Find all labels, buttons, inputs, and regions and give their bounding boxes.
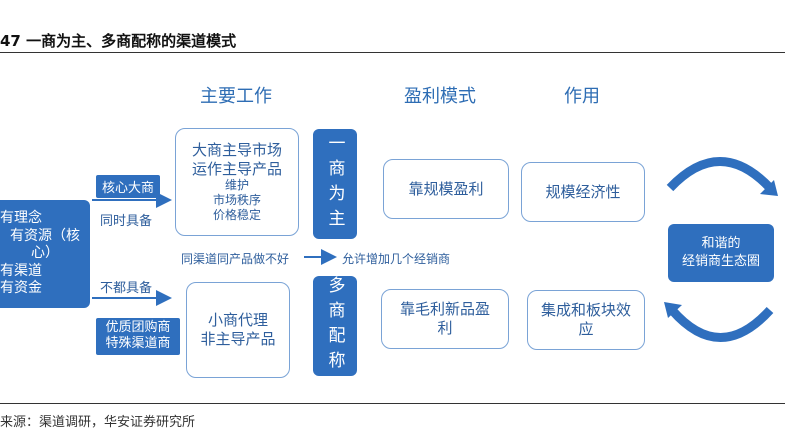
ecosystem-line-2: 经销商生态圈: [681, 254, 760, 269]
tag-quality-dealers: 优质团购商 特殊渠道商: [96, 318, 180, 355]
middle-note-left: 同渠道同产品做不好: [181, 252, 290, 266]
header-function: 作用: [564, 86, 600, 107]
one-dealer-main-box: 一商为主: [313, 129, 357, 239]
left-line-2: 有资源（核心）: [10, 227, 80, 262]
source-text: 来源：渠道调研，华安证券研究所: [0, 415, 196, 430]
ecosystem-line-1: 和谐的: [701, 236, 741, 252]
ecosystem-box: 和谐的 经销商生态圈: [668, 224, 774, 282]
tag-quality-line-1: 优质团购商: [105, 320, 171, 335]
profit-top-text: 靠规模盈利: [408, 179, 484, 198]
left-line-3: 有渠道: [0, 262, 42, 279]
top-work-line-1: 大商主导市场: [191, 140, 282, 159]
cycle-top-arc: [666, 157, 774, 192]
figure-title: 47 一商为主、多商配称的渠道模式: [0, 32, 237, 50]
profit-top-box: 靠规模盈利: [383, 159, 509, 219]
profit-bottom-box: 靠毛利新品盈利: [381, 289, 509, 349]
tag-quality-line-2: 特殊渠道商: [105, 336, 171, 352]
header-profit-mode: 盈利模式: [404, 86, 476, 107]
bottom-work-line-2: 非主导产品: [200, 330, 276, 348]
top-work-sub-2: 市场秩序: [212, 193, 261, 208]
header-main-work: 主要工作: [200, 86, 272, 107]
text-both-have: 同时具备: [100, 214, 153, 229]
top-work-line-2: 运作主导产品: [191, 159, 282, 178]
function-top-box: 规模经济性: [521, 162, 645, 222]
cycle-bottom-head: [664, 302, 682, 318]
function-bottom-text: 集成和板块效应: [540, 301, 631, 338]
bottom-work-box: 小商代理 非主导产品: [186, 282, 290, 378]
text-not-all: 不都具备: [100, 281, 153, 296]
title-rule: [0, 52, 785, 53]
function-top-text: 规模经济性: [545, 182, 621, 201]
middle-note-right: 允许增加几个经销商: [342, 252, 451, 266]
cycle-bottom-arc: [668, 306, 774, 342]
top-work-box: 大商主导市场 运作主导产品 维护 市场秩序 价格稳定: [175, 128, 299, 236]
bottom-work-line-1: 小商代理: [207, 311, 268, 330]
source-rule: [0, 403, 785, 404]
multi-dealer-box: 多商配称: [313, 276, 357, 376]
top-work-sub-1: 维护: [224, 178, 249, 193]
function-bottom-box: 集成和板块效应: [527, 290, 645, 350]
left-line-4: 有资金: [0, 280, 42, 297]
profit-bottom-text: 靠毛利新品盈利: [399, 300, 490, 337]
top-work-sub-3: 价格稳定: [212, 208, 261, 223]
left-line-1: 有理念: [0, 210, 42, 227]
cycle-top-head: [760, 180, 778, 196]
left-capability-box: 有理念 有资源（核心） 有渠道 有资金: [0, 200, 90, 308]
tag-core-big: 核心大商: [96, 175, 161, 198]
